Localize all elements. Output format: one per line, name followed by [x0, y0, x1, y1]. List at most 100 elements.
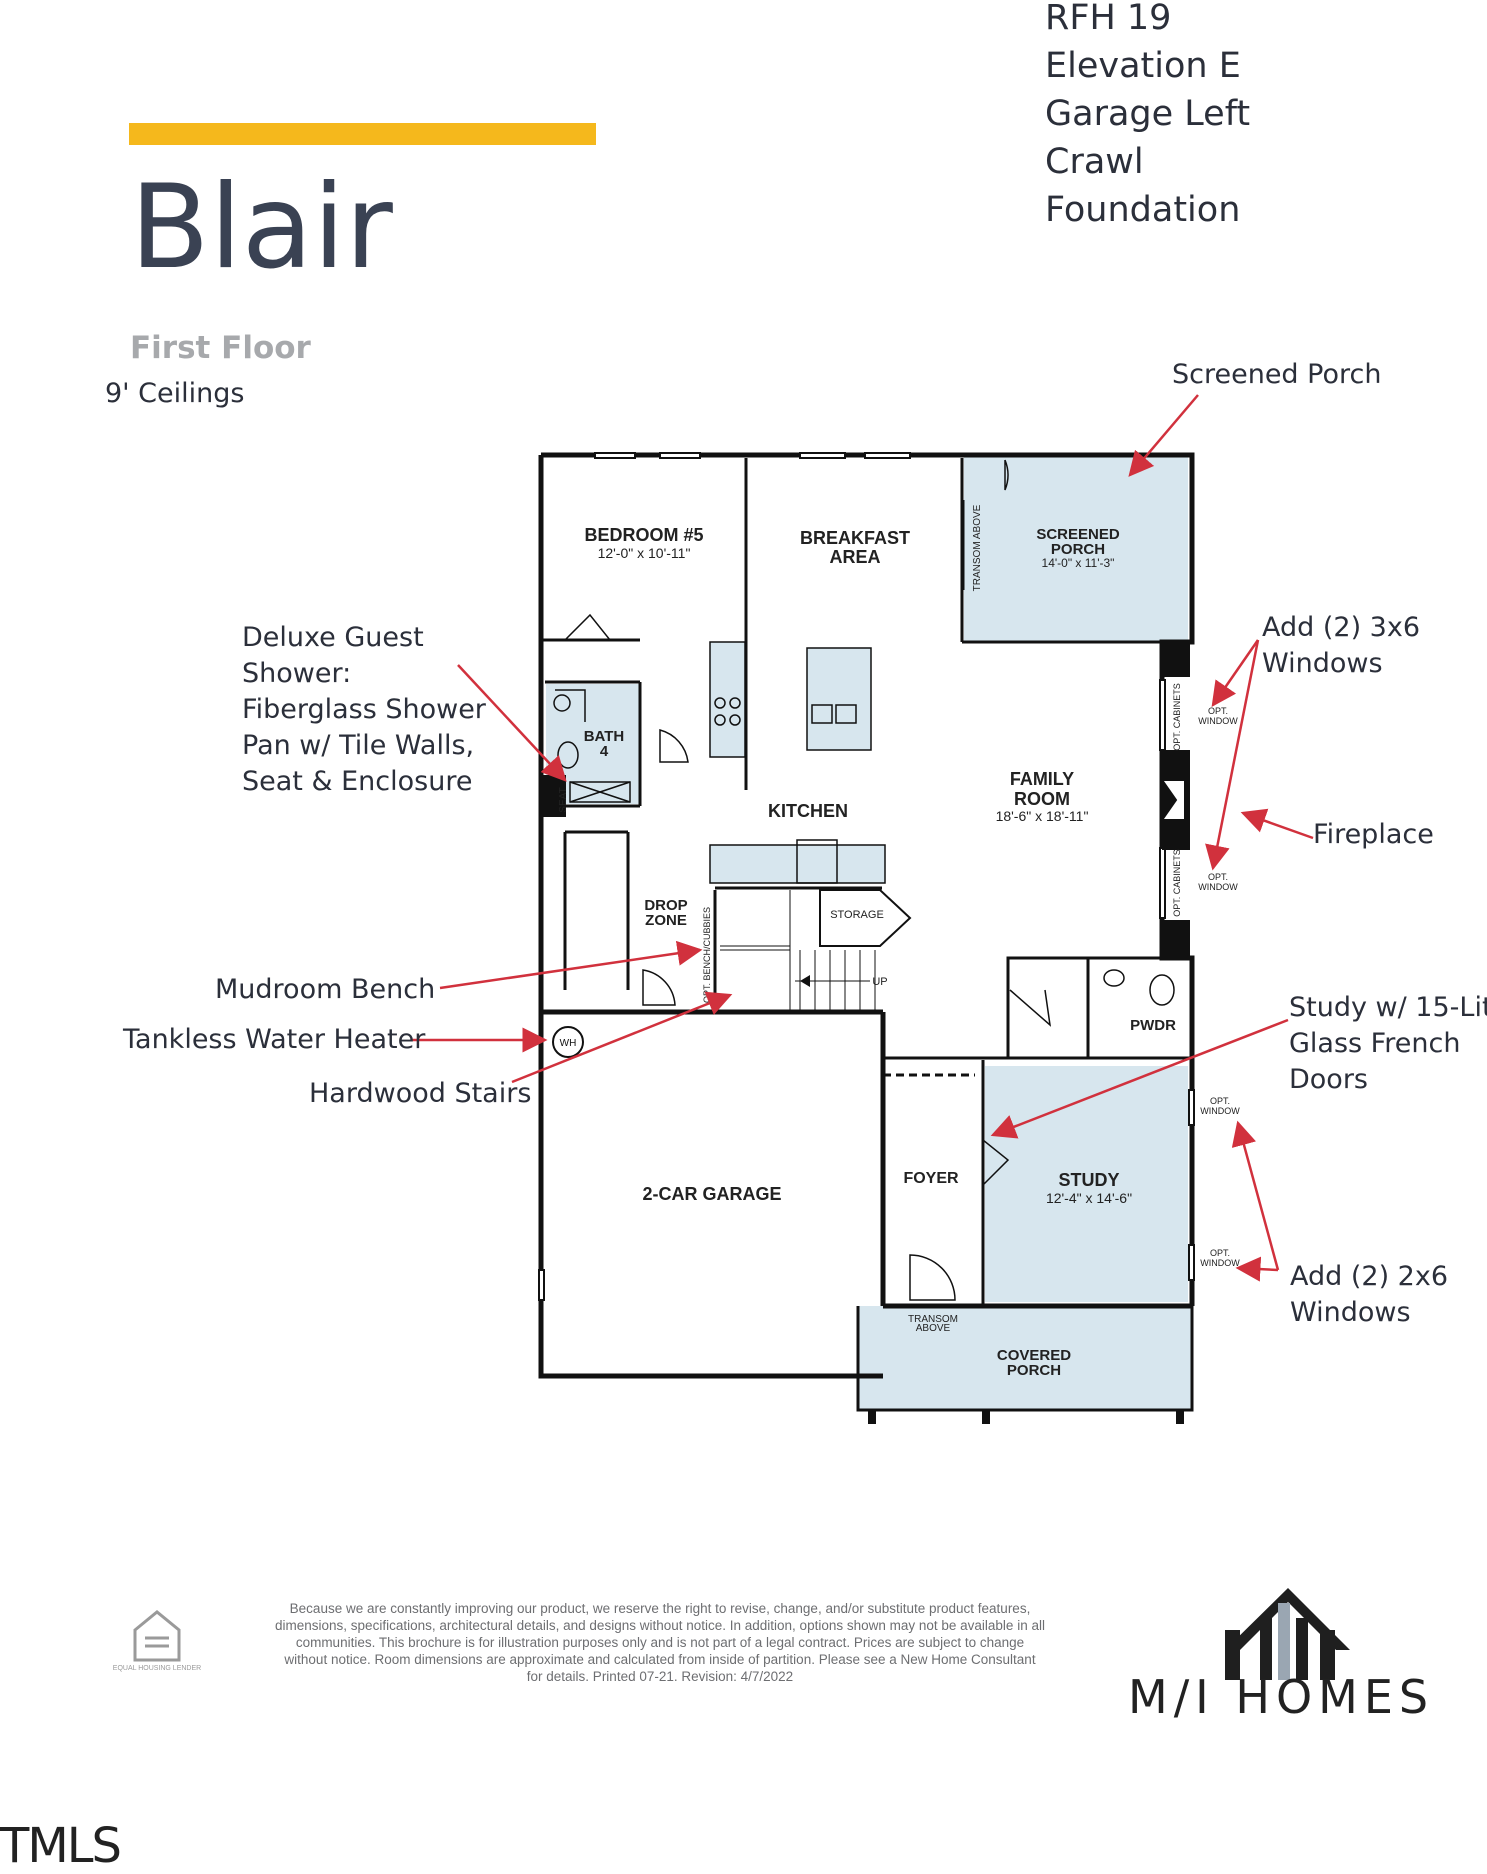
plan-info: RFH 19 Elevation E Garage Left Crawl Fou…: [1045, 0, 1250, 234]
plan-info-line: RFH 19: [1045, 0, 1172, 38]
door-swing: [642, 969, 676, 1006]
pwdr-label: PWDR: [1130, 1017, 1176, 1034]
arrow-2x6-2: [1235, 1256, 1279, 1282]
foyer-label: FOYER: [903, 1170, 959, 1187]
door-swing: [1009, 989, 1052, 1027]
opt-cabinets-label: OPT. CABINETS: [1172, 683, 1182, 751]
callout-line: Glass French: [1289, 1028, 1461, 1059]
post: [1176, 1410, 1184, 1424]
plan-info-line: Garage Left: [1045, 94, 1251, 134]
door-swing: [659, 729, 689, 763]
plan-info-line: Foundation: [1045, 190, 1241, 230]
window: [1188, 1244, 1195, 1281]
arrow-screened-porch: [1128, 394, 1199, 477]
callout-line: Windows: [1290, 1297, 1411, 1328]
study-fill: [985, 1066, 1188, 1302]
arrow-window-1: [1211, 639, 1260, 708]
callout-line: Add (2) 3x6: [1262, 612, 1421, 643]
floor-label: First Floor: [130, 330, 311, 366]
kitchen-counter-fill: [710, 642, 745, 757]
post: [982, 1410, 990, 1424]
drop-zone-label: ZONE: [645, 912, 687, 929]
callout-mudroom-bench: Mudroom Bench: [215, 974, 436, 1005]
opt-window-label: WINDOW: [1198, 882, 1238, 892]
callout-windows-2x6: Add (2) 2x6 Windows: [1290, 1259, 1448, 1331]
family-label: FAMILY: [1010, 769, 1074, 789]
sink-icon: [1103, 969, 1125, 987]
callout-line: Study w/ 15-Lite: [1289, 992, 1487, 1023]
callout-deluxe-shower: Deluxe Guest Shower: Fiberglass Shower P…: [242, 620, 486, 800]
sink-icon: [553, 694, 571, 712]
covered-porch-outline: [856, 1306, 1194, 1412]
screened-porch-fill: [964, 456, 1188, 641]
up-label: UP: [872, 976, 887, 988]
brand-name: M/I HOMES: [1128, 1670, 1435, 1724]
mi-homes-logo-icon: [1225, 1588, 1350, 1680]
opt-cabinets-label: OPT. CABINETS: [1172, 849, 1182, 917]
arrow-stairs: [511, 991, 733, 1084]
window: [799, 452, 846, 459]
disclaimer: Because we are constantly improving our …: [275, 1601, 1045, 1684]
callout-line: Seat & Enclosure: [242, 766, 473, 797]
opt-window-label: OPT.: [1208, 872, 1228, 882]
cooktop-icon: [729, 714, 741, 726]
window: [594, 452, 636, 459]
covered-porch-label: PORCH: [1007, 1362, 1061, 1379]
callout-line: Pan w/ Tile Walls,: [242, 730, 475, 761]
arrow-shower: [457, 664, 567, 782]
wall-column: [1162, 642, 1190, 677]
fireplace-icon: [1160, 779, 1186, 821]
callout-line: Doors: [1289, 1064, 1368, 1095]
transom-label: ABOVE: [916, 1323, 951, 1334]
seat-label: SEAT: [558, 787, 569, 812]
door-swing: [1004, 459, 1009, 491]
arrow-mudroom: [439, 940, 703, 990]
bench-cubbies-label: OPT. BENCH/CUBBIES: [702, 907, 712, 1003]
french-door: [982, 1139, 1010, 1186]
toilet-icon: [1149, 974, 1175, 1006]
callout-line: Shower:: [242, 658, 352, 689]
callout-study-doors: Study w/ 15-Lite Glass French Doors: [1289, 990, 1487, 1098]
callout-hardwood-stairs: Hardwood Stairs: [309, 1078, 532, 1109]
equal-housing-label: EQUAL HOUSING LENDER: [113, 1665, 201, 1672]
opt-window-label: WINDOW: [1200, 1258, 1240, 1268]
opt-window-label: WINDOW: [1198, 716, 1238, 726]
cooktop-icon: [714, 697, 726, 709]
breakfast-label: AREA: [829, 547, 880, 567]
family-label: ROOM: [1014, 789, 1070, 809]
callout-screened-porch: Screened Porch: [1172, 359, 1382, 390]
stair-arrow-icon: [800, 975, 810, 987]
sink-icon: [811, 704, 833, 724]
breakfast-label: BREAKFAST: [800, 528, 910, 548]
cooktop-icon: [714, 714, 726, 726]
accent-bar: [129, 123, 596, 145]
toilet-icon: [557, 741, 579, 769]
bedroom5-dims: 12'-0" x 10'-11": [598, 545, 691, 561]
kitchen-label: KITCHEN: [768, 801, 848, 821]
storage-label: STORAGE: [830, 909, 884, 921]
island-fill: [807, 648, 871, 750]
screened-porch-label: PORCH: [1051, 541, 1105, 558]
storage-closet: [819, 889, 912, 947]
opt-window-label: OPT.: [1210, 1096, 1230, 1106]
equal-housing-icon: [133, 1610, 181, 1662]
window: [1159, 679, 1166, 751]
arrow-2x6-1: [1231, 1120, 1280, 1271]
study-label: STUDY: [1058, 1170, 1119, 1190]
watermark: TMLS: [0, 1818, 122, 1874]
plan-info-line: Crawl: [1045, 142, 1144, 182]
transom-label: TRANSOM: [908, 1314, 958, 1325]
garage-label: 2-CAR GARAGE: [642, 1184, 781, 1204]
window: [538, 1269, 545, 1301]
bath4-label: BATH: [584, 728, 625, 745]
drop-zone-label: DROP: [644, 897, 687, 914]
covered-porch-fill: [858, 1306, 1192, 1410]
callout-windows-3x6: Add (2) 3x6 Windows: [1262, 610, 1420, 682]
window: [659, 452, 701, 459]
callout-line: Deluxe Guest: [242, 622, 424, 653]
window: [864, 452, 911, 459]
bath4-label: 4: [600, 743, 609, 760]
water-heater-icon: [552, 1026, 584, 1058]
arrow-window-2: [1205, 639, 1260, 871]
